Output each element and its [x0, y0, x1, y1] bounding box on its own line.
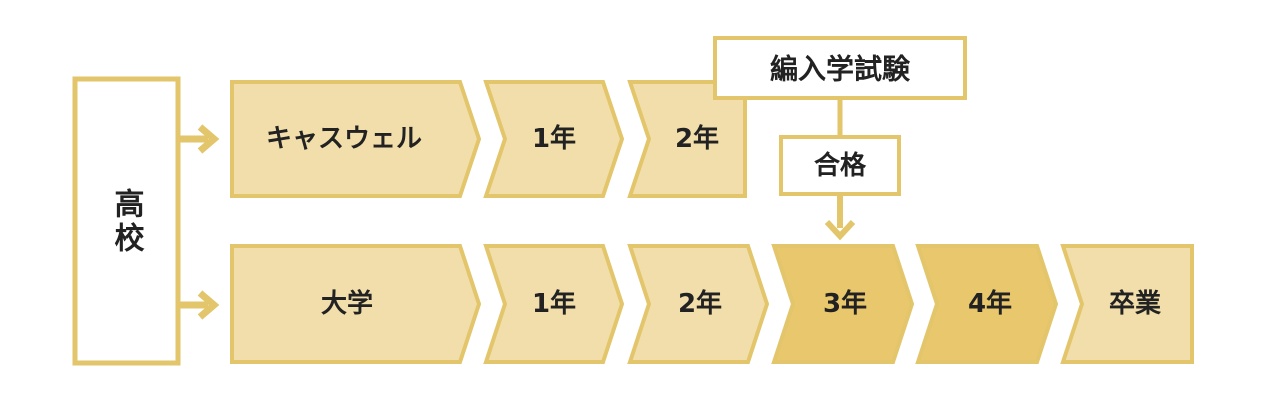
high-school-box: [72, 76, 181, 366]
university-step-shape-highlight: [915, 244, 1059, 364]
arrow-to-transfer-track: [178, 124, 220, 154]
university-step-shape-highlight: [771, 244, 915, 364]
transfer-track: キャスウェル 1年 2年: [230, 80, 747, 198]
transfer-step-shape: [483, 80, 625, 198]
arrow-to-university-track: [178, 290, 220, 320]
transfer-exam-label: 編入学試験: [770, 53, 911, 86]
university-step-label: 1年: [532, 288, 576, 319]
university-step-label: 大学: [321, 288, 373, 319]
transfer-step-label: キャスウェル: [266, 124, 422, 154]
university-step-label: 3年: [823, 288, 867, 319]
university-step-shape: [230, 244, 482, 364]
transfer-step-shape: [230, 80, 482, 198]
university-track: 大学 1年 2年 3年 4年 卒業: [230, 244, 1194, 364]
transfer-step-label: 2年: [675, 123, 719, 154]
university-step-label: 卒業: [1109, 288, 1161, 319]
pass-label: 合格: [814, 150, 867, 181]
pass-node: 合格: [779, 135, 901, 196]
transfer-exam-box: [713, 36, 967, 100]
university-step-label: 2年: [678, 288, 722, 319]
university-step-shape: [627, 244, 770, 364]
arrow-pass-to-third-year: [824, 194, 856, 241]
transfer-exam-node: 編入学試験: [713, 36, 967, 100]
university-step-shape: [483, 244, 625, 364]
university-step-label: 4年: [968, 288, 1012, 319]
high-school-node: 高校: [72, 76, 181, 366]
high-school-label: 高校: [109, 188, 145, 256]
university-step-shape: [1060, 244, 1194, 364]
pass-box: [779, 135, 901, 196]
transfer-step-label: 1年: [532, 123, 576, 154]
